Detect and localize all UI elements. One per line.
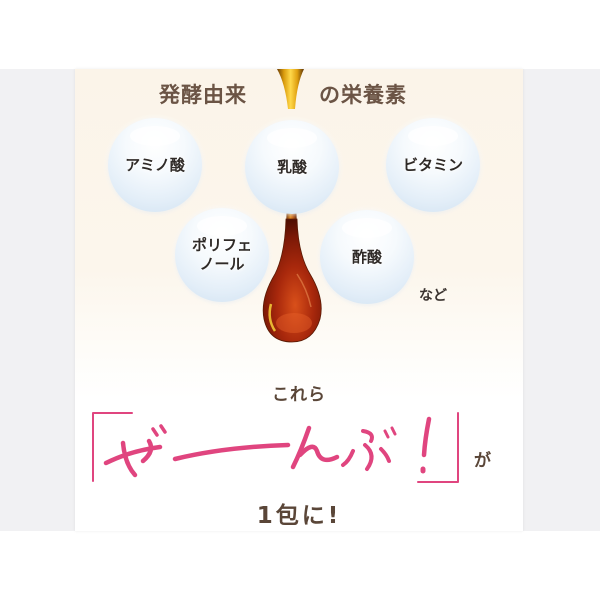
heading-right: の栄養素 (319, 83, 407, 107)
liquid-drop-icon (262, 69, 322, 343)
nutrient-label: 乳酸 (276, 157, 307, 176)
nutrient-bubble-polyphenol: ポリフェ ノール (175, 208, 269, 302)
nutrient-bubble-amino-acid: アミノ酸 (108, 118, 202, 212)
nutrient-label: ビタミン (402, 155, 463, 174)
tagline-emphasis (92, 412, 459, 483)
nutrient-label-line1: ポリフェ (191, 236, 252, 254)
nutrient-label: 酢酸 (351, 247, 382, 266)
nutrients-banner: 発酵由来 の栄養素 アミノ酸 乳酸 ビタミン ポリフェ ノール 酢酸 など これ… (75, 69, 523, 531)
nutrient-bubble-lactic-acid: 乳酸 (245, 120, 339, 214)
nutrient-bubble-vitamin: ビタミン (386, 118, 480, 212)
nutrient-bubble-acetic-acid: 酢酸 (320, 210, 414, 304)
nutrient-label: アミノ酸 (125, 155, 185, 174)
etc-label: など (419, 288, 447, 304)
nutrient-label: ポリフェ ノール (192, 236, 252, 274)
tagline-closing: 1包に! (256, 503, 342, 529)
tagline-particle: が (474, 451, 491, 471)
heading-left: 発酵由来 (159, 83, 247, 107)
nutrient-label-line2: ノール (199, 255, 245, 273)
tagline-lead: これら (272, 385, 326, 405)
